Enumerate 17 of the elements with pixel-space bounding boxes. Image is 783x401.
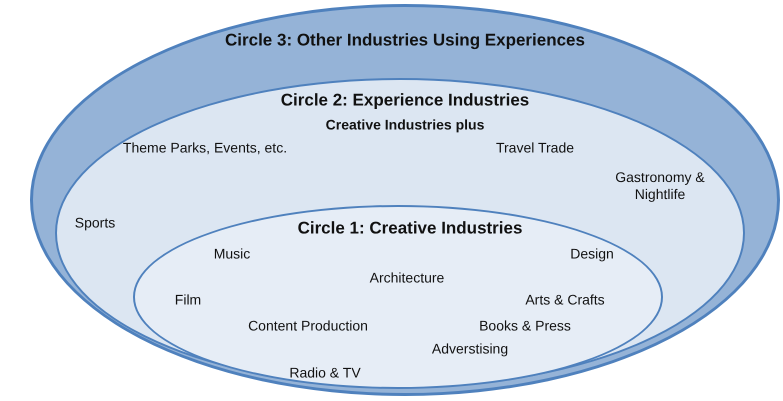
industry-label: Music	[214, 246, 250, 262]
industry-label: Travel Trade	[496, 140, 574, 156]
industry-label: Adverstising	[432, 340, 508, 358]
industry-label: Architecture	[370, 270, 444, 286]
circle-title: Circle 3: Other Industries Using Experiences	[225, 32, 585, 48]
industry-label: Film	[174, 292, 202, 308]
subtitle: Creative Industries plus	[326, 116, 484, 134]
industry-label: Gastronomy & Nightlife	[614, 169, 706, 203]
industry-label: Design	[570, 246, 614, 262]
industry-label: Radio & TV	[289, 364, 361, 382]
circle-title: Circle 1: Creative Industries	[298, 220, 522, 236]
industry-label: Theme Parks, Events, etc.	[122, 140, 288, 156]
industry-label: Books & Press	[479, 318, 571, 334]
industry-label: Sports	[74, 214, 116, 232]
industry-label: Content Production	[248, 318, 368, 334]
circle-title: Circle 2: Experience Industries	[280, 92, 530, 108]
industry-label: Arts & Crafts	[525, 292, 605, 308]
